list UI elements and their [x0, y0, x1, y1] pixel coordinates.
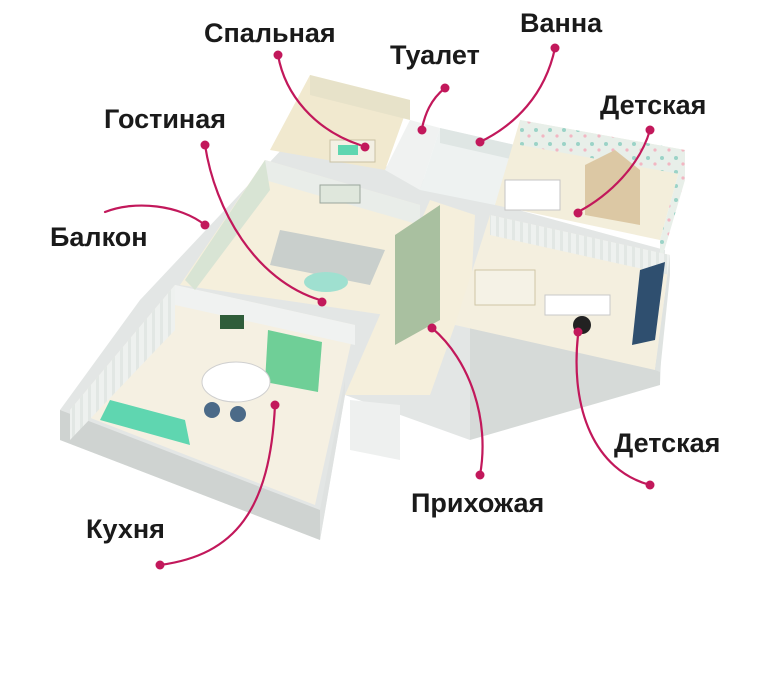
leader-dot-kuhnya	[155, 560, 165, 570]
living-room	[180, 160, 420, 315]
leader-dot-spalnaya	[273, 50, 283, 60]
leader-line-spalnaya	[276, 53, 362, 147]
leader-line-vanna	[478, 46, 557, 144]
label-prihozhaya: Прихожая	[411, 488, 545, 518]
leader-end-vanna	[475, 137, 485, 147]
leader-dot-detskaya-right	[645, 480, 655, 490]
label-tualet: Туалет	[390, 40, 480, 70]
leader-end-prihozhaya	[427, 323, 437, 333]
leader-end-spalnaya	[360, 142, 370, 152]
leader-line-kuhnya	[158, 403, 277, 567]
label-vanna: Ванна	[520, 8, 603, 38]
leader-line-balkon	[103, 204, 207, 227]
leader-line-gostinaya	[203, 143, 322, 302]
leader-dot-detskaya-top	[645, 125, 655, 135]
leader-end-detskaya-top	[573, 208, 583, 218]
kitchen-room	[70, 285, 355, 505]
bedroom-room	[270, 75, 410, 170]
label-balkon: Балкон	[50, 222, 148, 252]
leader-line-tualet	[420, 86, 447, 130]
label-detskaya-right: Детская	[614, 428, 721, 458]
leader-line-detskaya-top	[576, 128, 652, 214]
leader-end-balkon	[200, 220, 210, 230]
leader-end-tualet	[417, 125, 427, 135]
leader-dot-vanna	[550, 43, 560, 53]
leader-dot-prihozhaya	[475, 470, 485, 480]
leader-end-gostinaya	[317, 297, 327, 307]
kids-room-right	[455, 215, 670, 372]
leader-dot-gostinaya	[200, 140, 210, 150]
hallway-room	[345, 200, 475, 460]
leader-end-detskaya-right	[573, 327, 583, 337]
leader-line-prihozhaya	[430, 326, 484, 477]
label-detskaya-top: Детская	[600, 90, 707, 120]
leader-line-detskaya-right	[575, 333, 652, 487]
label-gostinaya: Гостиная	[104, 104, 227, 134]
label-kuhnya: Кухня	[86, 514, 165, 544]
toilet-room	[385, 120, 440, 190]
leader-end-kuhnya	[270, 400, 280, 410]
leader-dot-tualet	[440, 83, 450, 93]
label-spalnaya: Спальная	[204, 18, 336, 48]
